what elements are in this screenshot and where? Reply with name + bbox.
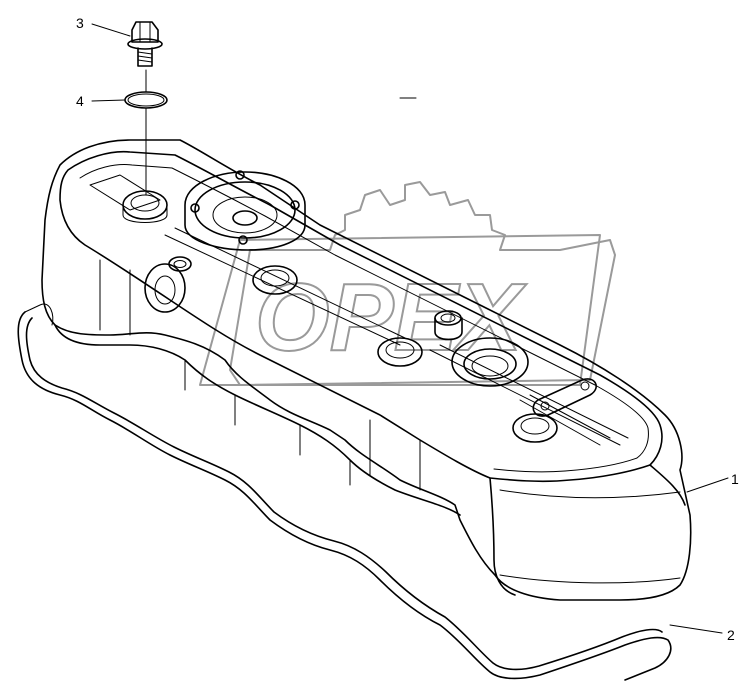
leader-line-3 xyxy=(91,23,131,37)
leader-line-1 xyxy=(686,477,729,493)
watermark-gear-icon xyxy=(229,181,616,386)
watermark-text: OPEX xyxy=(255,264,527,371)
callout-1: 1 xyxy=(731,471,739,487)
callout-3: 3 xyxy=(76,15,84,31)
valve-cover xyxy=(41,139,692,601)
bolt xyxy=(127,21,163,67)
leader-line-4 xyxy=(91,99,126,102)
leader-line-2 xyxy=(669,624,723,634)
callout-2: 2 xyxy=(727,627,735,643)
o-ring xyxy=(124,91,168,109)
watermark: OPEX xyxy=(199,181,616,386)
callout-4: 4 xyxy=(76,93,84,109)
